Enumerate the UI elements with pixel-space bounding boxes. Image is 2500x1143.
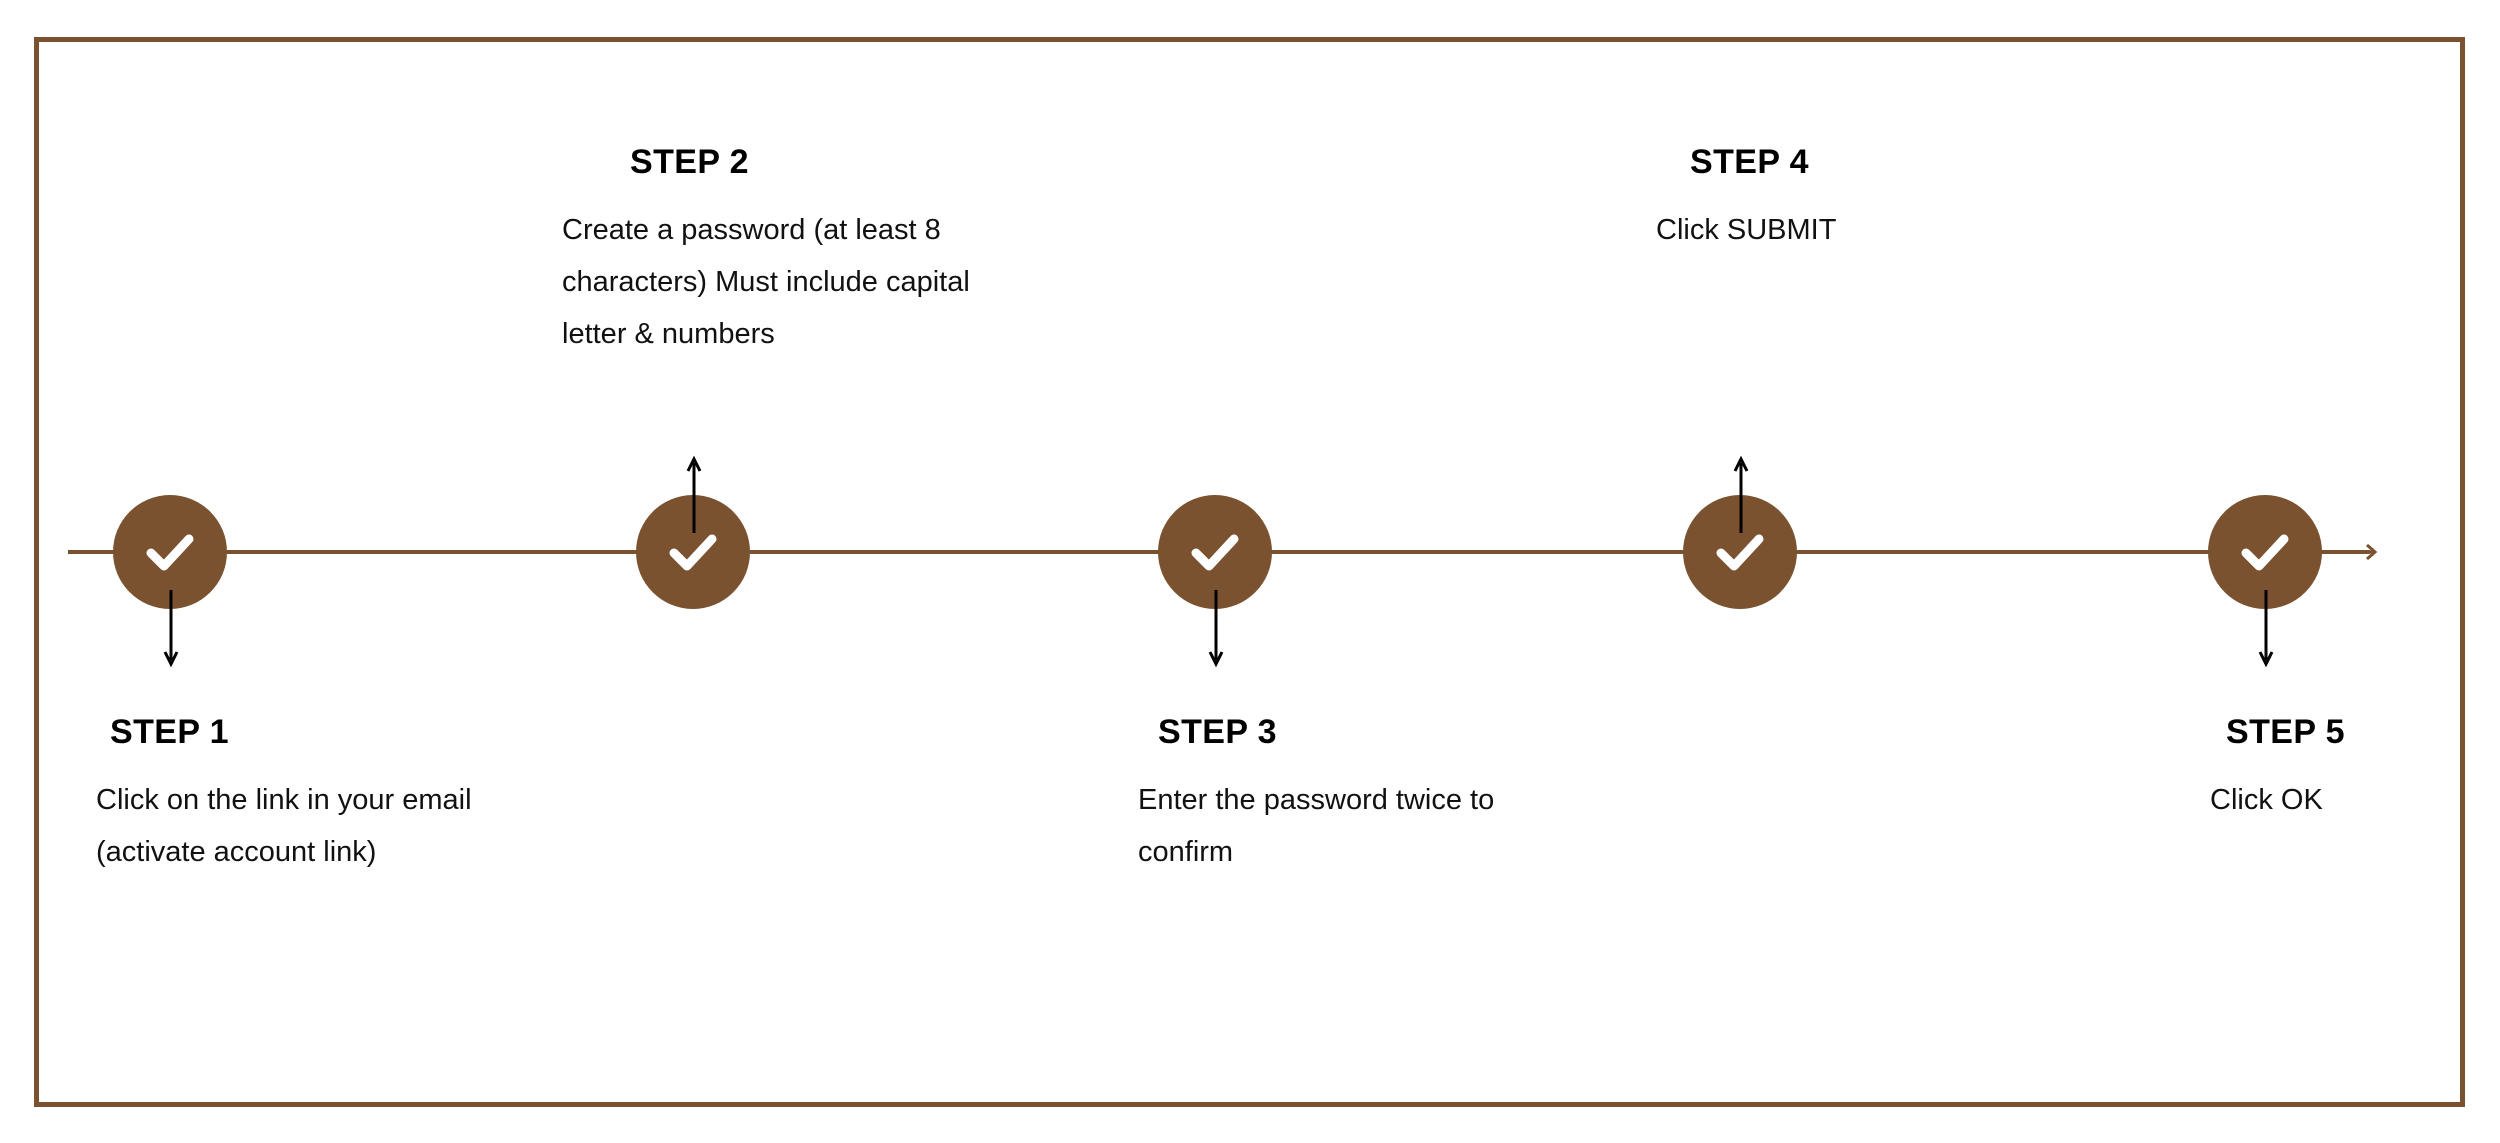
- arrow-down-icon: [2257, 590, 2275, 668]
- step-block-2: STEP 2 Create a password (at least 8 cha…: [562, 143, 1032, 360]
- step-title: STEP 4: [1690, 143, 1809, 181]
- step-title: STEP 2: [630, 143, 749, 181]
- step-block-3: STEP 3 Enter the password twice to confi…: [1138, 713, 1538, 878]
- step-title: STEP 5: [2226, 713, 2345, 751]
- step-title: STEP 1: [110, 713, 229, 751]
- step-block-1: STEP 1 Click on the link in your email (…: [96, 713, 526, 878]
- step-node-1[interactable]: [113, 495, 227, 609]
- step-description: Click OK: [2210, 784, 2323, 816]
- check-icon: [1184, 521, 1246, 583]
- check-icon: [662, 521, 724, 583]
- check-icon: [139, 521, 201, 583]
- step-description: Create a password (at least 8 characters…: [562, 214, 970, 350]
- check-icon: [2234, 521, 2296, 583]
- check-icon: [1709, 521, 1771, 583]
- step-block-5: STEP 5 Click OK: [2200, 713, 2460, 826]
- step-description: Click SUBMIT: [1656, 214, 1837, 246]
- arrow-down-icon: [162, 590, 180, 668]
- step-description: Enter the password twice to confirm: [1138, 784, 1495, 868]
- arrow-up-icon: [685, 455, 703, 533]
- step-description: Click on the link in your email (activat…: [96, 784, 472, 868]
- step-block-4: STEP 4 Click SUBMIT: [1646, 143, 2046, 256]
- step-title: STEP 3: [1158, 713, 1277, 751]
- arrow-down-icon: [1207, 590, 1225, 668]
- arrow-up-icon: [1732, 455, 1750, 533]
- arrow-right-icon: [2355, 540, 2379, 564]
